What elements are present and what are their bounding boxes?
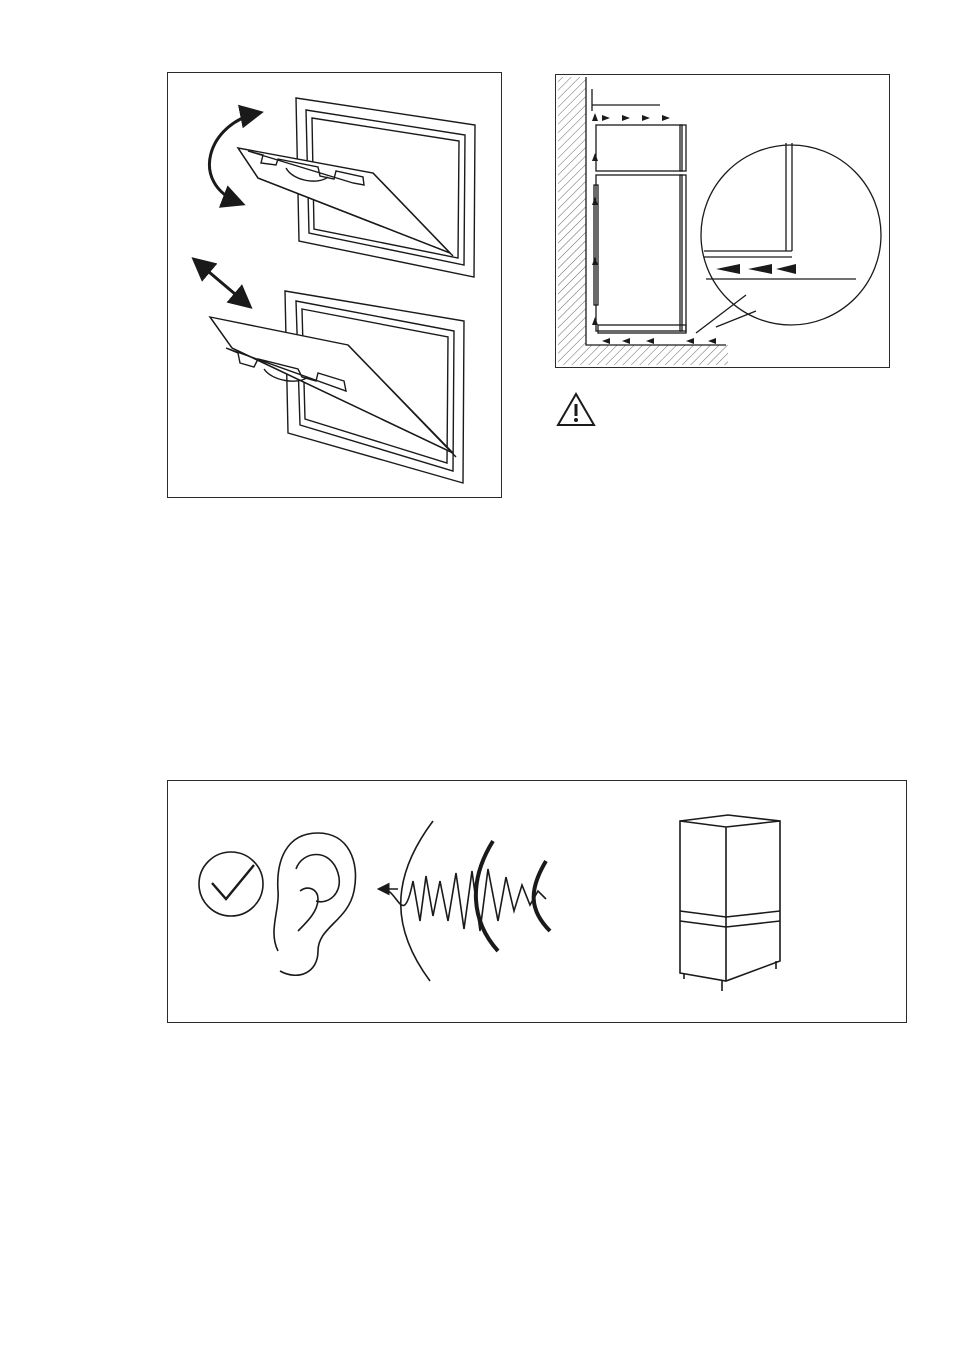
ear-soundwave-fridge-illustration (168, 781, 908, 1024)
normal-noise-figure (167, 780, 907, 1023)
fridge-icon (680, 815, 780, 981)
airflow-clearance-illustration (556, 75, 891, 369)
airflow-arrows (592, 113, 796, 344)
sound-arc-2 (476, 841, 498, 951)
wall-hatch (558, 77, 586, 345)
floor-hatch (558, 345, 728, 365)
warning-triangle-icon (556, 392, 596, 428)
sound-wave (383, 869, 546, 931)
sound-arc-3 (534, 861, 550, 931)
check-circle-icon (199, 852, 263, 916)
door-shelf-figure (167, 72, 502, 498)
slide-arrow (196, 261, 248, 305)
checkmark-icon (212, 865, 254, 899)
door-shelf-illustration (168, 73, 503, 499)
fridge-top-cabinet (596, 125, 682, 171)
fridge-body (596, 175, 682, 331)
ventilation-figure (555, 74, 890, 368)
door-shelf-bottom (210, 317, 453, 453)
detail-magnifier (701, 145, 881, 325)
